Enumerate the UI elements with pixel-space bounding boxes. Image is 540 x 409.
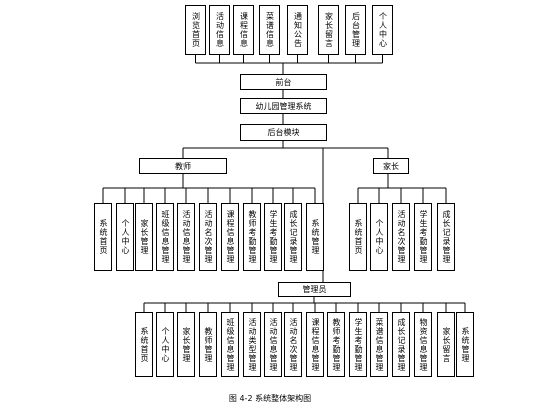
front-module-box: 后台管理 bbox=[345, 5, 366, 55]
teacher-module-box: 教师考勤管理 bbox=[243, 203, 261, 271]
admin-module-box: 个人中心 bbox=[156, 312, 174, 377]
front-module-box: 菜谱信息 bbox=[259, 5, 280, 55]
admin-module-box: 物资信息管理 bbox=[414, 312, 432, 377]
teacher-module-box: 活动名次管理 bbox=[199, 203, 217, 271]
teacher-module-box: 系统管理 bbox=[306, 203, 324, 271]
connector-lines bbox=[102, 55, 466, 312]
admin-module-box: 系统首页 bbox=[135, 312, 153, 377]
admin-module-box: 班级信息管理 bbox=[221, 312, 239, 377]
admin-module-box: 家长管理 bbox=[177, 312, 195, 377]
admin-module-box: 活动信息管理 bbox=[264, 312, 282, 377]
admin-module-box: 教师管理 bbox=[199, 312, 217, 377]
parent-module-box: 学生考勤管理 bbox=[414, 203, 432, 271]
front-module-box: 浏览首页 bbox=[185, 5, 206, 55]
admin-module-box: 成长记录管理 bbox=[392, 312, 410, 377]
teacher-module-box: 班级信息管理 bbox=[156, 203, 174, 271]
teacher-module-box: 成长记录管理 bbox=[284, 203, 302, 271]
teacher-module-box: 个人中心 bbox=[116, 203, 134, 271]
teacher-module-box: 学生考勤管理 bbox=[264, 203, 282, 271]
parent-box: 家长 bbox=[373, 158, 409, 174]
admin-box: 管理员 bbox=[278, 282, 351, 297]
front-module-box: 通知公告 bbox=[287, 5, 308, 55]
front-box: 前台 bbox=[240, 74, 327, 90]
parent-module-box: 活动名次管理 bbox=[392, 203, 410, 271]
teacher-module-box: 课程信息管理 bbox=[221, 203, 239, 271]
parent-module-box: 个人中心 bbox=[370, 203, 388, 271]
front-module-box: 个人中心 bbox=[372, 5, 393, 55]
admin-module-box: 学生考勤管理 bbox=[349, 312, 367, 377]
parent-module-box: 系统首页 bbox=[349, 203, 367, 271]
teacher-module-box: 家长管理 bbox=[135, 203, 153, 271]
parent-module-box: 成长记录管理 bbox=[437, 203, 455, 271]
admin-module-box: 菜谱信息管理 bbox=[370, 312, 388, 377]
admin-module-box: 教师考勤管理 bbox=[327, 312, 345, 377]
front-module-box: 活动信息 bbox=[209, 5, 230, 55]
teacher-box: 教师 bbox=[139, 158, 227, 174]
system-box: 幼儿园管理系统 bbox=[240, 98, 327, 114]
backend-box: 后台模块 bbox=[240, 124, 327, 141]
admin-module-box: 系统管理 bbox=[456, 312, 474, 377]
admin-module-box: 活动名次管理 bbox=[284, 312, 302, 377]
teacher-module-box: 活动信息管理 bbox=[177, 203, 195, 271]
front-module-box: 课程信息 bbox=[233, 5, 254, 55]
admin-module-box: 家长留言 bbox=[437, 312, 455, 377]
figure-caption: 图 4-2 系统整体架构图 bbox=[228, 394, 312, 403]
teacher-module-box: 系统首页 bbox=[94, 203, 112, 271]
admin-module-box: 活动类型管理 bbox=[243, 312, 261, 377]
front-module-box: 家长留言 bbox=[318, 5, 339, 55]
admin-module-box: 课程信息管理 bbox=[306, 312, 324, 377]
